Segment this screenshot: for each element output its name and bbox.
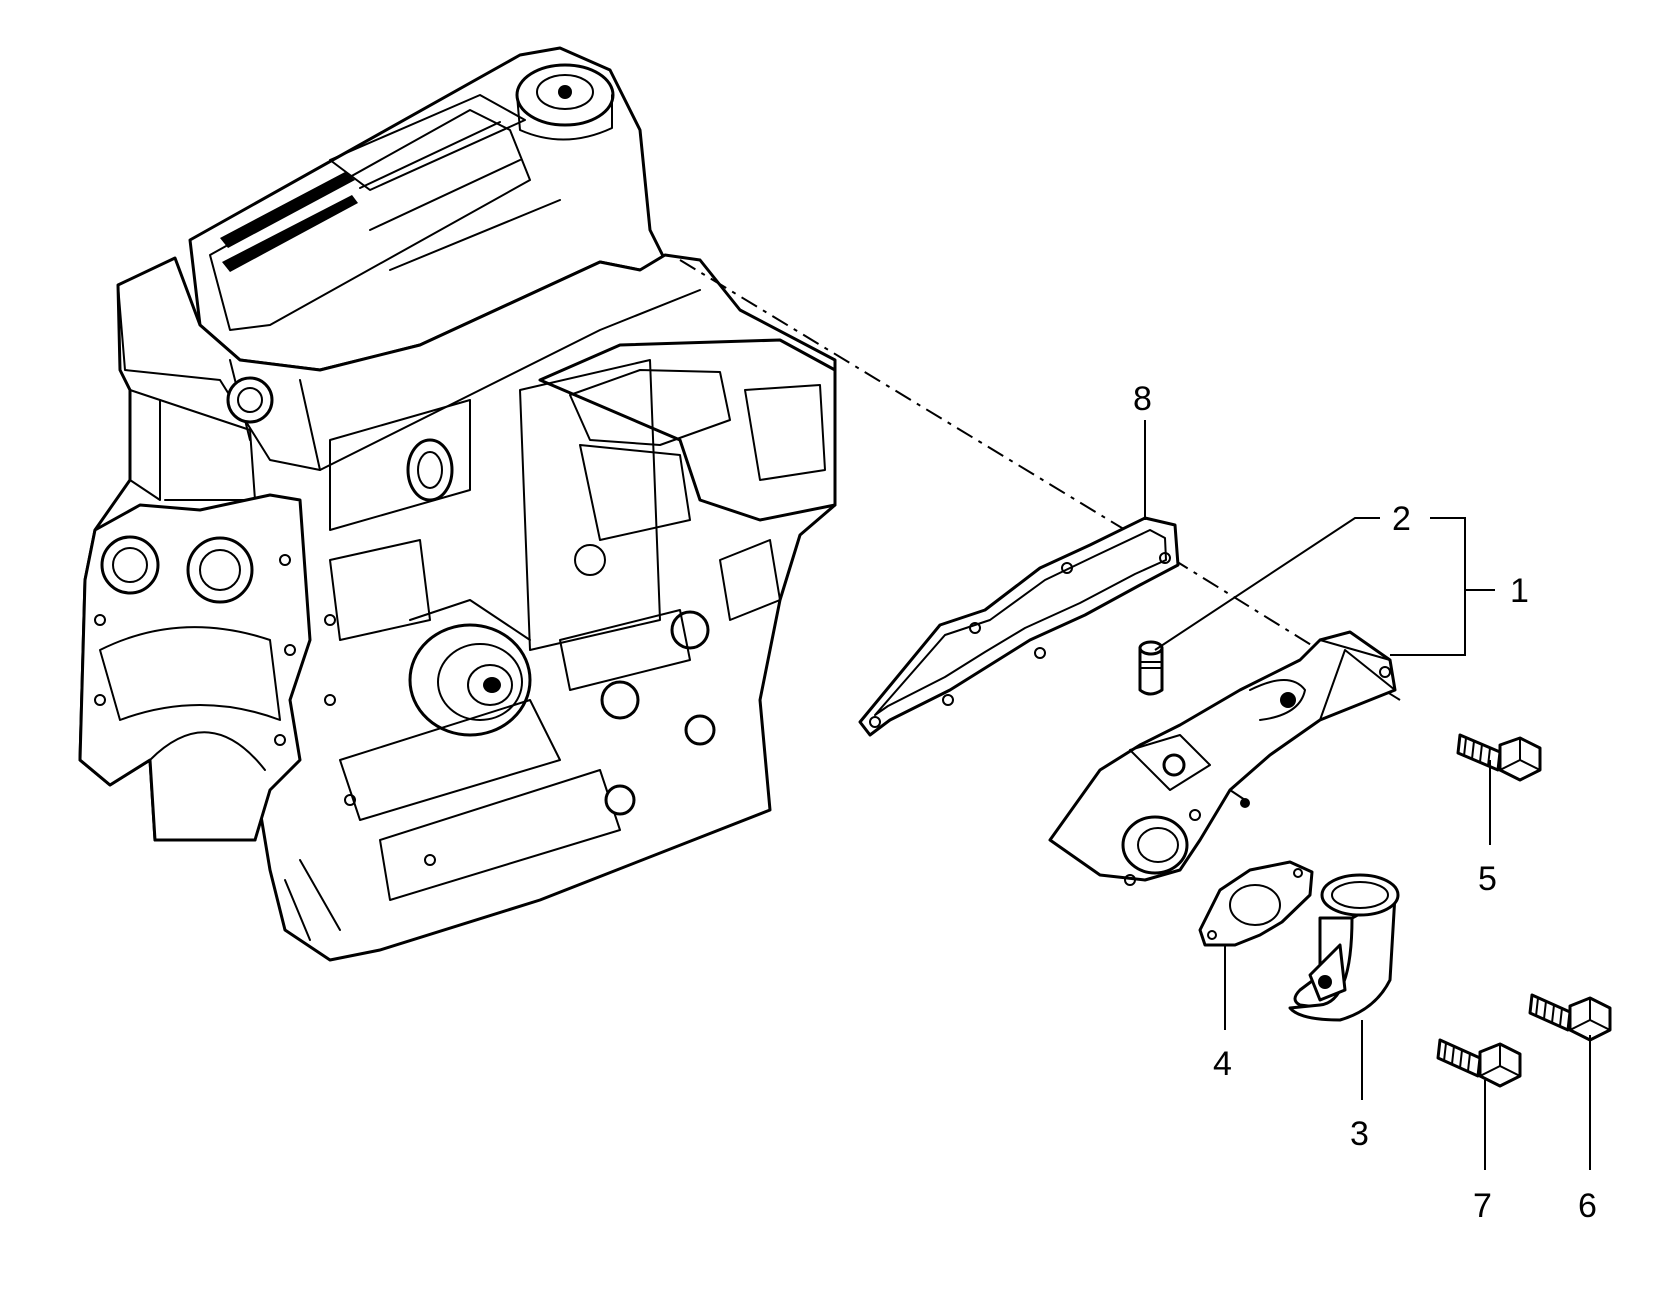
part-3-elbow	[1288, 873, 1400, 1022]
callout-6: 6	[1578, 1187, 1597, 1225]
part-2-dowel	[1138, 640, 1164, 696]
callout-7: 7	[1473, 1187, 1492, 1225]
callout-4: 4	[1213, 1045, 1232, 1083]
leader-lines	[1144, 420, 1591, 1170]
part-1-water-manifold	[1048, 630, 1397, 886]
engine-block	[78, 46, 837, 962]
callout-3: 3	[1350, 1115, 1369, 1153]
callout-8: 8	[1133, 380, 1152, 418]
callout-2: 2	[1392, 500, 1411, 538]
part-6-bolt	[1528, 993, 1612, 1042]
callout-5: 5	[1478, 860, 1497, 898]
part-5-bolt	[1456, 733, 1542, 782]
part-7-bolt	[1436, 1038, 1522, 1088]
part-4-gasket	[1198, 860, 1314, 947]
callout-1: 1	[1510, 572, 1529, 610]
part-8-gasket	[858, 516, 1180, 737]
